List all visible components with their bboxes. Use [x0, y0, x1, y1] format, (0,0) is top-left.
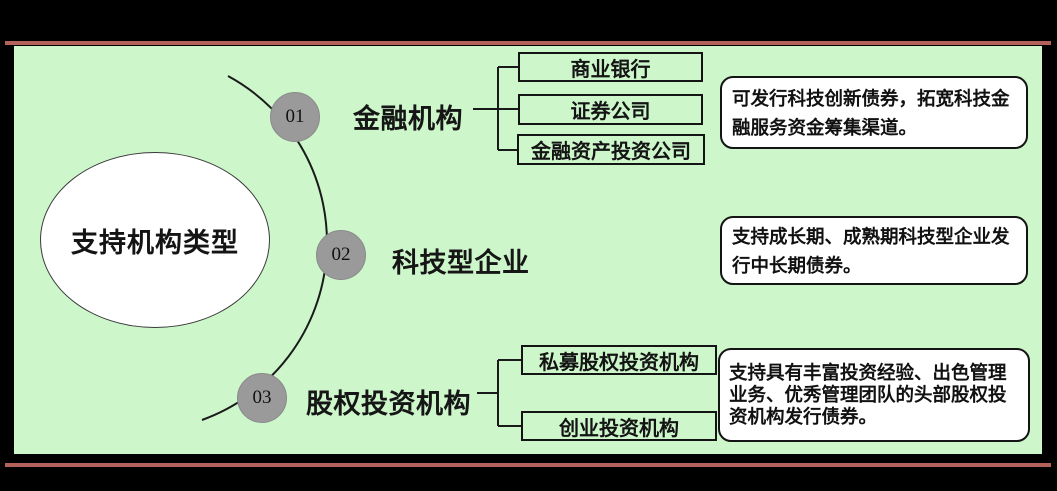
branch-1-child-box-1: 商业银行: [518, 52, 703, 82]
branch-1-child-3-label: 金融资产投资公司: [531, 141, 691, 163]
branch-1-child-2-label: 证券公司: [570, 101, 651, 123]
branch-1-number-circle: 01: [270, 92, 320, 142]
branch-2-description: 支持成长期、成熟期科技型企业发行中长期债券。: [732, 225, 1010, 276]
branch-1-description-callout: 可发行科技创新债券，拓宽科技金融服务资金筹集渠道。: [720, 76, 1028, 149]
branch-3-child-2-label: 创业投资机构: [559, 417, 679, 440]
branch-3-child-1-label: 私募股权投资机构: [539, 351, 699, 374]
branch-3-label: 股权投资机构: [306, 389, 471, 419]
branch-3-description-callout: 支持具有丰富投资经验、出色管理业务、优秀管理团队的头部股权投资机构发行债券。: [718, 348, 1030, 442]
bottom-accent-rule: [5, 463, 1051, 467]
branch-2-label: 科技型企业: [392, 248, 530, 278]
top-accent-rule: [5, 41, 1051, 45]
branch-3-number: 03: [252, 387, 272, 408]
branch-1-child-1-label: 商业银行: [570, 58, 651, 81]
branch-3-child-box-1: 私募股权投资机构: [521, 345, 717, 375]
branch-2-number-circle: 02: [316, 230, 366, 280]
branch-1-label: 金融机构: [353, 104, 463, 134]
branch-1-child-box-2: 证券公司: [518, 94, 703, 125]
branch-3-number-circle: 03: [237, 373, 287, 423]
root-node: 支持机构类型: [40, 152, 270, 328]
branch-1-child-box-3: 金融资产投资公司: [517, 134, 705, 165]
branch-1-description: 可发行科技创新债券，拓宽科技金融服务资金筹集渠道。: [732, 87, 1010, 138]
branch-3-description: 支持具有丰富投资经验、出色管理业务、优秀管理团队的头部股权投资机构发行债券。: [729, 362, 1007, 427]
branch-3-child-box-2: 创业投资机构: [521, 411, 717, 441]
branch-1-number: 01: [285, 106, 305, 127]
root-node-label: 支持机构类型: [71, 227, 239, 258]
branch-2-description-callout: 支持成长期、成熟期科技型企业发行中长期债券。: [720, 216, 1028, 285]
branch-2-number: 02: [331, 244, 351, 265]
